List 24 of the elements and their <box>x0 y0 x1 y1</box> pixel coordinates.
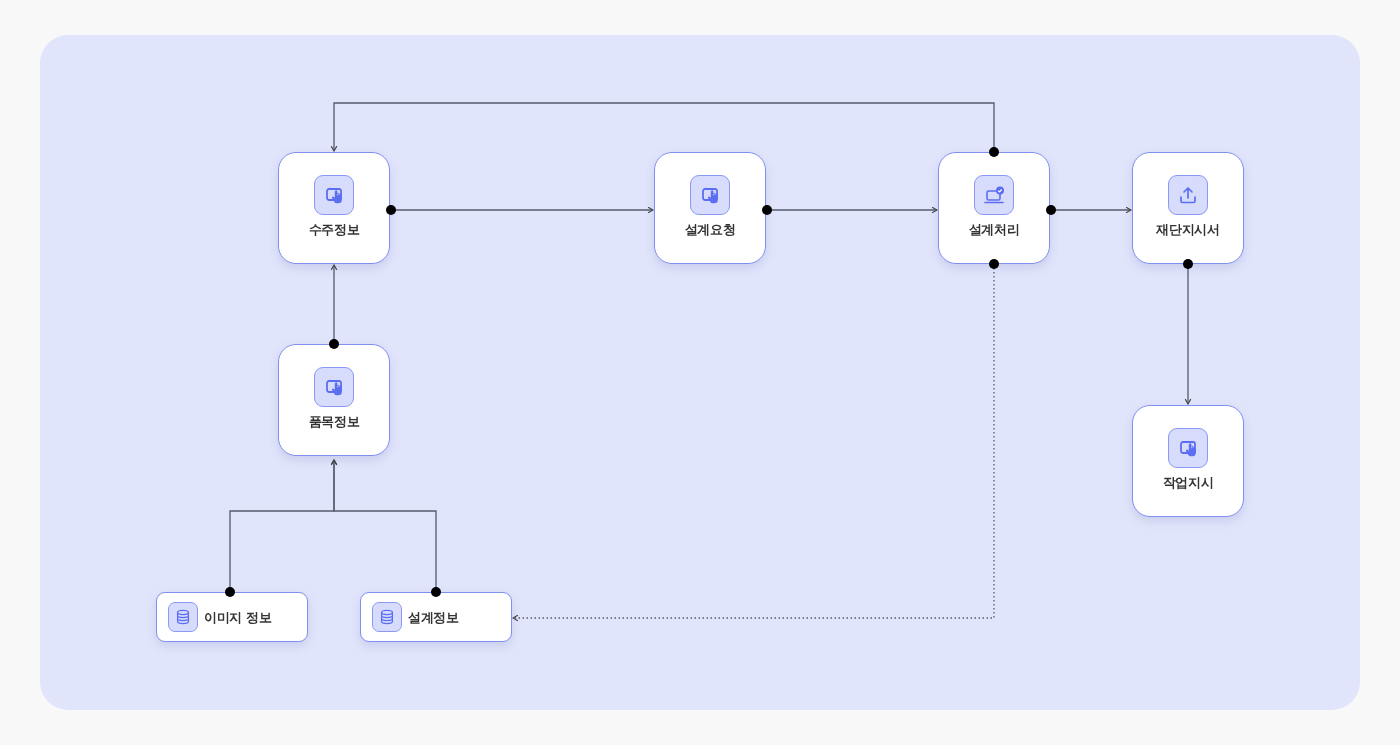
process-box <box>278 344 390 456</box>
node-label: 작업지시 <box>1161 474 1215 492</box>
node-label: 이미지 정보 <box>204 609 272 627</box>
arrow <box>762 205 938 215</box>
node-label: 재단지시서 <box>1155 221 1221 239</box>
arrow <box>386 205 654 215</box>
data-source-box <box>156 592 308 642</box>
arrow <box>1183 259 1193 405</box>
arrow <box>330 102 999 157</box>
arrow <box>330 459 441 597</box>
process-box <box>278 152 390 264</box>
node-label: 설계처리 <box>967 221 1021 239</box>
node-label: 설계요청 <box>683 221 737 239</box>
node-label: 설계정보 <box>408 609 459 627</box>
arrow <box>512 259 999 622</box>
arrow <box>329 264 339 349</box>
process-box <box>938 152 1050 264</box>
arrow <box>1046 205 1132 215</box>
process-box <box>654 152 766 264</box>
process-box <box>1132 152 1244 264</box>
process-box <box>1132 405 1244 517</box>
node-label: 수주정보 <box>307 221 361 239</box>
node-label: 품목정보 <box>307 413 361 431</box>
data-source-box <box>360 592 512 642</box>
